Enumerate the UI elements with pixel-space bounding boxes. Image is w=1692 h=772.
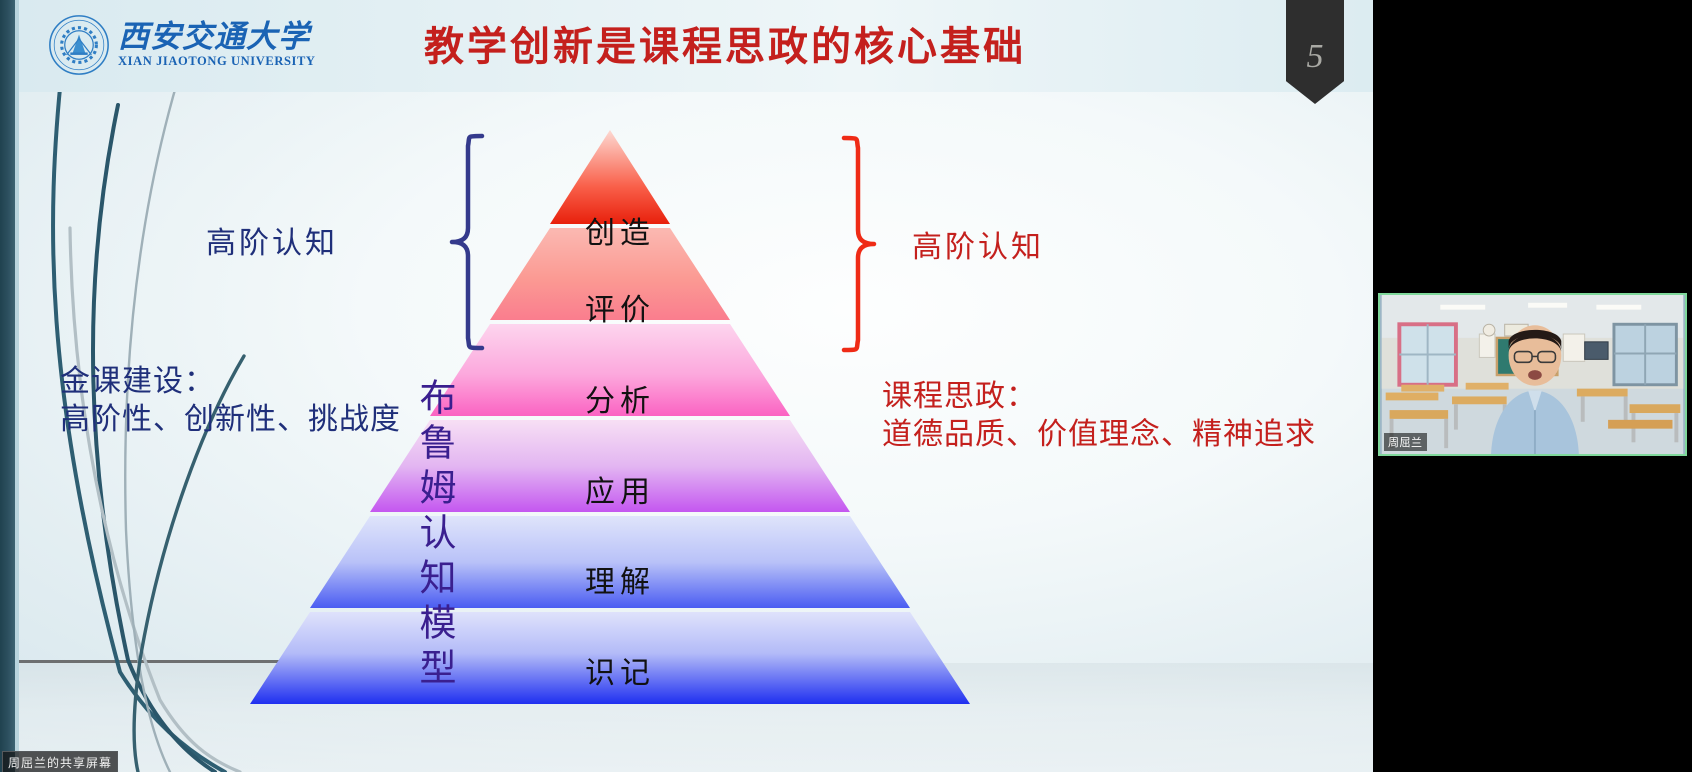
pyramid-level-label-analyze: 分析 <box>585 385 655 418</box>
left-brace-navy <box>449 133 485 351</box>
shared-slide: 西安交通大学 XIAN JIAOTONG UNIVERSITY 教学创新是课程思… <box>0 0 1373 772</box>
slide-title: 教学创新是课程思政的核心基础 <box>424 24 1026 69</box>
right-text-line1: 课程思政： <box>882 380 1037 413</box>
slide-left-edge-strip <box>0 0 15 772</box>
pyramid-level-label-apply: 应用 <box>585 476 655 509</box>
page-number-ribbon: 5 <box>1286 0 1344 104</box>
pyramid-level-label-evaluate: 评价 <box>585 294 655 327</box>
slide-ground-rule <box>19 660 324 663</box>
logo-name-en: XIAN JIAOTONG UNIVERSITY <box>118 54 316 69</box>
left-text-line1: 金课建设： <box>60 365 215 398</box>
pyramid-level-label-understand: 理解 <box>585 566 655 599</box>
participant-name-label: 周屈兰 <box>1384 433 1427 451</box>
decorative-grass <box>51 64 246 772</box>
logo-name-cn: 西安交通大学 <box>118 19 310 55</box>
slide-left-edge-inner <box>15 0 19 772</box>
left-text-block: 金课建设： 高阶性、创新性、挑战度 <box>60 363 401 440</box>
right-brace-red <box>841 135 877 353</box>
page-number: 5 <box>1306 38 1324 75</box>
pyramid-level-label-remember: 识记 <box>585 657 655 690</box>
logo-text-block: 西安交通大学 XIAN JIAOTONG UNIVERSITY <box>118 21 316 69</box>
right-text-line2: 道德品质、价值理念、精神追求 <box>882 418 1316 452</box>
classroom-virtual-background <box>1381 295 1684 454</box>
shared-screen-banner: 周屈兰的共享屏幕 <box>2 751 119 772</box>
participant-video-tile[interactable]: 周屈兰 <box>1378 293 1687 456</box>
right-text-block: 课程思政： 道德品质、价值理念、精神追求 <box>882 378 1316 455</box>
participants-video-panel: 周屈兰 <box>1373 0 1692 772</box>
right-bracket-label: 高阶认知 <box>912 231 1044 264</box>
university-logo: 西安交通大学 XIAN JIAOTONG UNIVERSITY <box>48 8 315 82</box>
blooms-taxonomy-pyramid <box>250 130 970 704</box>
left-text-line2: 高阶性、创新性、挑战度 <box>60 403 401 437</box>
pyramid-level-label-create: 创造 <box>585 217 655 250</box>
slide-header <box>19 0 1373 92</box>
pyramid-model-name-vertical: 布鲁姆认知模型 <box>413 378 454 693</box>
left-bracket-label: 高阶认知 <box>206 227 338 260</box>
university-emblem-icon <box>49 15 109 75</box>
